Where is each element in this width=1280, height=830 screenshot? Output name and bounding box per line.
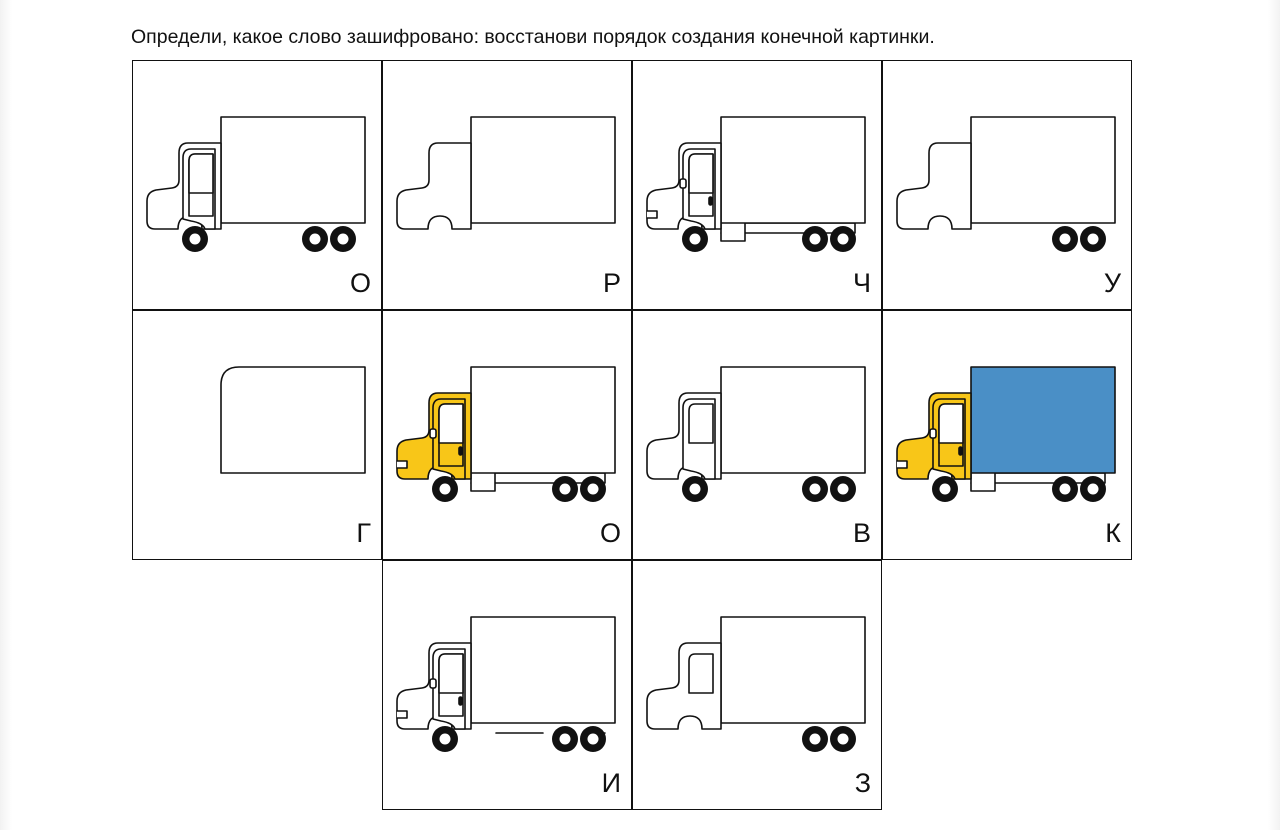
cell-letter: У [1103,268,1121,298]
truck-rear-wheel-hub [587,733,599,745]
truck-headlight [396,460,408,469]
cell-letter: И [601,768,621,798]
truck-window [188,153,214,194]
truck-front-wheel-hub [939,483,951,495]
truck-rear-wheel-hub [309,233,321,245]
truck-door-handle [708,196,713,206]
cell-letter: Р [602,268,621,298]
truck-rear-wheel-hub [809,483,821,495]
truck-mirror [929,428,937,439]
truck-mirror [429,428,437,439]
cell-letter: З [854,768,871,798]
puzzle-cell-3: Ч [632,60,882,310]
truck-window [938,403,964,444]
truck-window [688,403,714,444]
cell-letter: В [852,518,871,548]
cell-letter: О [349,268,371,298]
puzzle-cell-8: К [882,310,1132,560]
puzzle-cell-7: В [632,310,882,560]
page-edge-shadow-left [0,0,12,830]
truck-cargo-box [970,116,1116,224]
truck-cargo-box [470,616,616,724]
truck-rear-wheel-hub [1087,483,1099,495]
truck-drawing [896,116,1116,252]
cell-letter: О [599,518,621,548]
truck-drawing [396,366,616,502]
truck-cargo-box [720,616,866,724]
truck-rear-wheel-hub [1087,233,1099,245]
puzzle-cell-5: Г [132,310,382,560]
cell-letter: К [1105,518,1121,548]
truck-rear-wheel-hub [337,233,349,245]
truck-front-wheel-hub [689,233,701,245]
truck-window [688,653,714,694]
truck-cargo-box [220,366,366,474]
puzzle-cell-4: У [882,60,1132,310]
cell-letter: Г [356,518,371,548]
truck-front-wheel-hub [439,733,451,745]
truck-drawing [646,366,866,502]
truck-drawing [146,116,366,252]
truck-drawing [646,616,866,752]
truck-door-handle [458,446,463,456]
page-edge-shadow-right [1268,0,1280,830]
cell-letter: Ч [853,268,871,298]
truck-window [688,153,714,194]
truck-front-wheel-hub [189,233,201,245]
truck-rear-wheel-hub [837,733,849,745]
truck-cargo-box [720,366,866,474]
truck-cab [396,142,472,230]
truck-cargo-box [470,366,616,474]
truck-drawing [396,116,616,230]
truck-mirror [679,178,687,189]
truck-window [438,653,464,694]
truck-drawing [220,366,366,474]
truck-drawing [646,116,866,252]
truck-cargo-box [720,116,866,224]
truck-front-wheel-hub [689,483,701,495]
puzzle-cell-2: Р [382,60,632,310]
puzzle-cell-9: И [382,560,632,810]
truck-drawing [396,616,616,752]
truck-front-wheel-hub [439,483,451,495]
truck-headlight [646,210,658,219]
truck-headlight [896,460,908,469]
truck-rear-wheel-hub [1059,233,1071,245]
truck-cargo-box [220,116,366,224]
truck-rear-wheel-hub [559,483,571,495]
truck-rear-wheel-hub [1059,483,1071,495]
puzzle-cell-10: З [632,560,882,810]
truck-cab [896,142,972,230]
task-instruction: Определи, какое слово зашифровано: восст… [131,26,935,48]
truck-rear-wheel-hub [809,733,821,745]
truck-rear-wheel-hub [837,233,849,245]
truck-door-handle [458,696,463,706]
truck-drawing [896,366,1116,502]
truck-cargo-box [470,116,616,224]
truck-door-handle [958,446,963,456]
truck-headlight [396,710,408,719]
truck-rear-wheel-hub [837,483,849,495]
truck-rear-wheel-hub [587,483,599,495]
puzzle-cell-6: О [382,310,632,560]
truck-window [438,403,464,444]
truck-mirror [429,678,437,689]
puzzle-cell-1: О [132,60,382,310]
truck-rear-wheel-hub [809,233,821,245]
truck-rear-wheel-hub [559,733,571,745]
truck-cargo-box [970,366,1116,474]
